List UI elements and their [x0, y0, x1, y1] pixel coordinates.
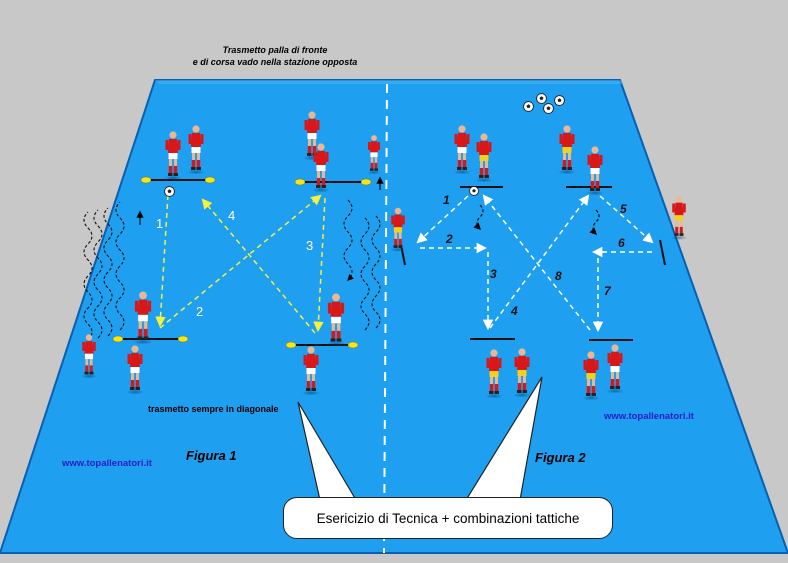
halfway-line — [383, 83, 388, 554]
fig1-pass-arrows — [155, 194, 326, 334]
caption-line-1: Trasmetto palla di fronte — [222, 45, 328, 55]
fig2-num-5: 5 — [620, 202, 627, 216]
fig1-note: trasmetto sempre in diagonale — [148, 404, 279, 414]
fig2-num-7: 7 — [604, 284, 612, 298]
callout-pointers — [297, 376, 543, 501]
fig2-num-8: 8 — [555, 269, 562, 283]
fig2-url[interactable]: www.topallenatori.it — [604, 411, 694, 422]
fig2-num-3: 3 — [490, 267, 497, 281]
banner-text: Esericizio di Tecnica + combinazioni tat… — [316, 510, 580, 526]
pitch — [0, 79, 788, 554]
fig1-cones — [112, 176, 372, 349]
fig1-ball — [164, 186, 175, 197]
fig2-ball — [469, 186, 479, 196]
caption-top: Trasmetto palla di fronte e di corsa vad… — [150, 44, 400, 68]
fig1-url[interactable]: www.topallenatori.it — [62, 458, 152, 469]
fig2-bars — [399, 186, 666, 341]
fig2-num-4: 4 — [510, 304, 518, 318]
fig2-num-6: 6 — [618, 236, 625, 250]
fig2-pass-arrows — [416, 194, 654, 333]
fig2-num-2: 2 — [445, 232, 453, 246]
fig1-num-1: 1 — [156, 216, 163, 231]
caption-line-2: e di corsa vado nella stazione opposta — [192, 57, 358, 67]
fig1-runs — [83, 199, 381, 341]
fig1-num-2: 2 — [196, 304, 203, 319]
fig1-num-3: 3 — [306, 238, 313, 253]
fig2-num-1: 1 — [443, 193, 450, 207]
fig1-title: Figura 1 — [186, 448, 237, 463]
exercise-banner: Esericizio di Tecnica + combinazioni tat… — [283, 497, 613, 539]
fig2-title: Figura 2 — [535, 450, 586, 465]
fig1-num-4: 4 — [228, 208, 235, 223]
